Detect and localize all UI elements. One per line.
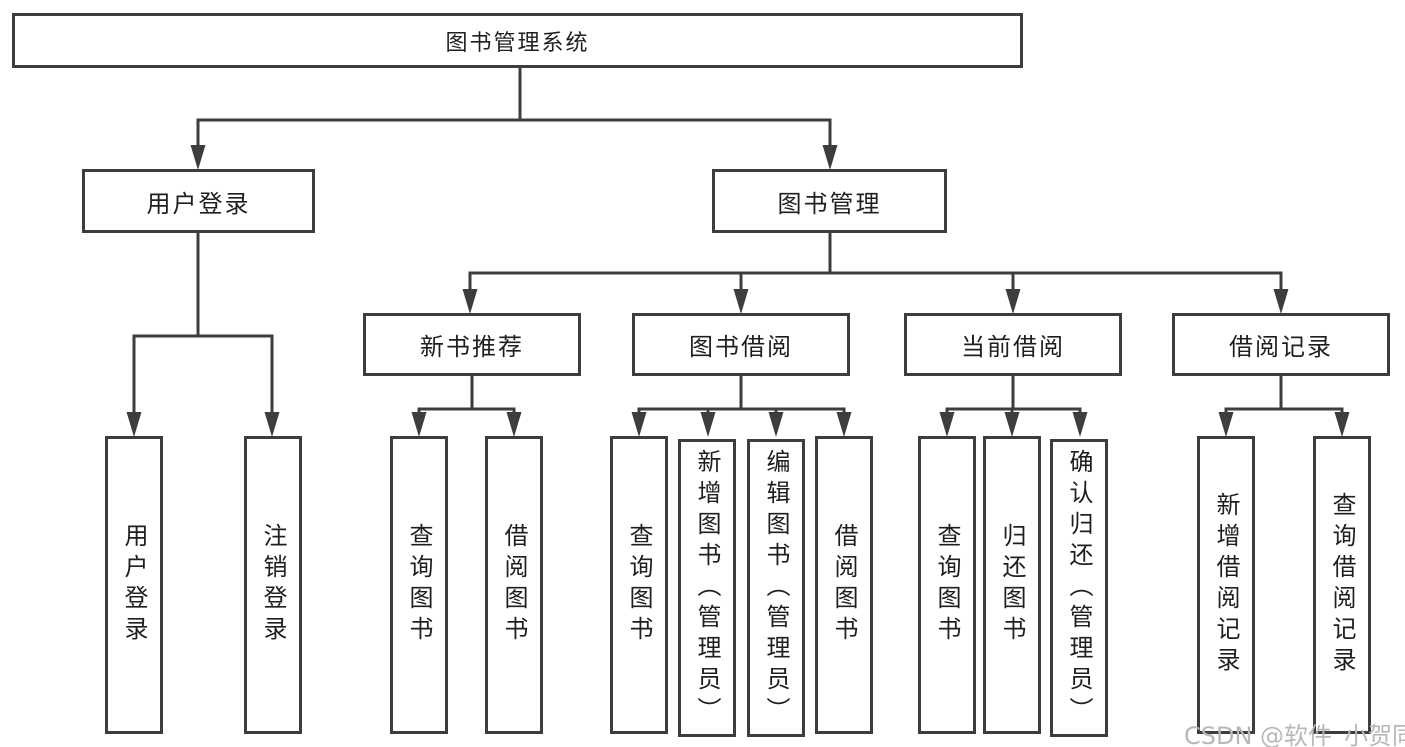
csdn-watermark: CSDN @软件_小贺同学 [1184, 722, 1405, 747]
leaf-logout: 注销登录 [244, 436, 302, 734]
node-user-login: 用户登录 [82, 169, 315, 233]
node-current-borrowing: 当前借阅 [904, 313, 1122, 376]
leaf-current-confirm-return-admin: 确认归还（管理员） [1050, 439, 1108, 737]
leaf-borrowing-edit-books-admin: 编辑图书（管理员） [747, 439, 805, 737]
node-book-management: 图书管理 [712, 169, 947, 233]
leaf-records-add-record: 新增借阅记录 [1197, 436, 1255, 734]
leaf-user-login: 用户登录 [105, 436, 163, 734]
node-borrow-records: 借阅记录 [1172, 313, 1390, 376]
leaf-current-query-books: 查询图书 [918, 436, 976, 734]
leaf-newbook-query-books: 查询图书 [390, 436, 448, 734]
leaf-newbook-borrow-books: 借阅图书 [485, 436, 543, 734]
leaf-records-query-record: 查询借阅记录 [1313, 436, 1371, 734]
node-library-system-root: 图书管理系统 [12, 13, 1023, 68]
leaf-borrowing-add-books-admin: 新增图书（管理员） [678, 439, 736, 737]
arrowhead-icons [126, 145, 1350, 437]
leaf-current-return-books: 归还图书 [983, 436, 1041, 734]
node-new-book-recommend: 新书推荐 [363, 313, 581, 376]
connector-paths [132, 67, 1344, 415]
leaf-borrowing-query-books: 查询图书 [610, 436, 668, 734]
leaf-borrowing-borrow-books: 借阅图书 [815, 436, 873, 734]
node-book-borrowing: 图书借阅 [632, 313, 850, 376]
